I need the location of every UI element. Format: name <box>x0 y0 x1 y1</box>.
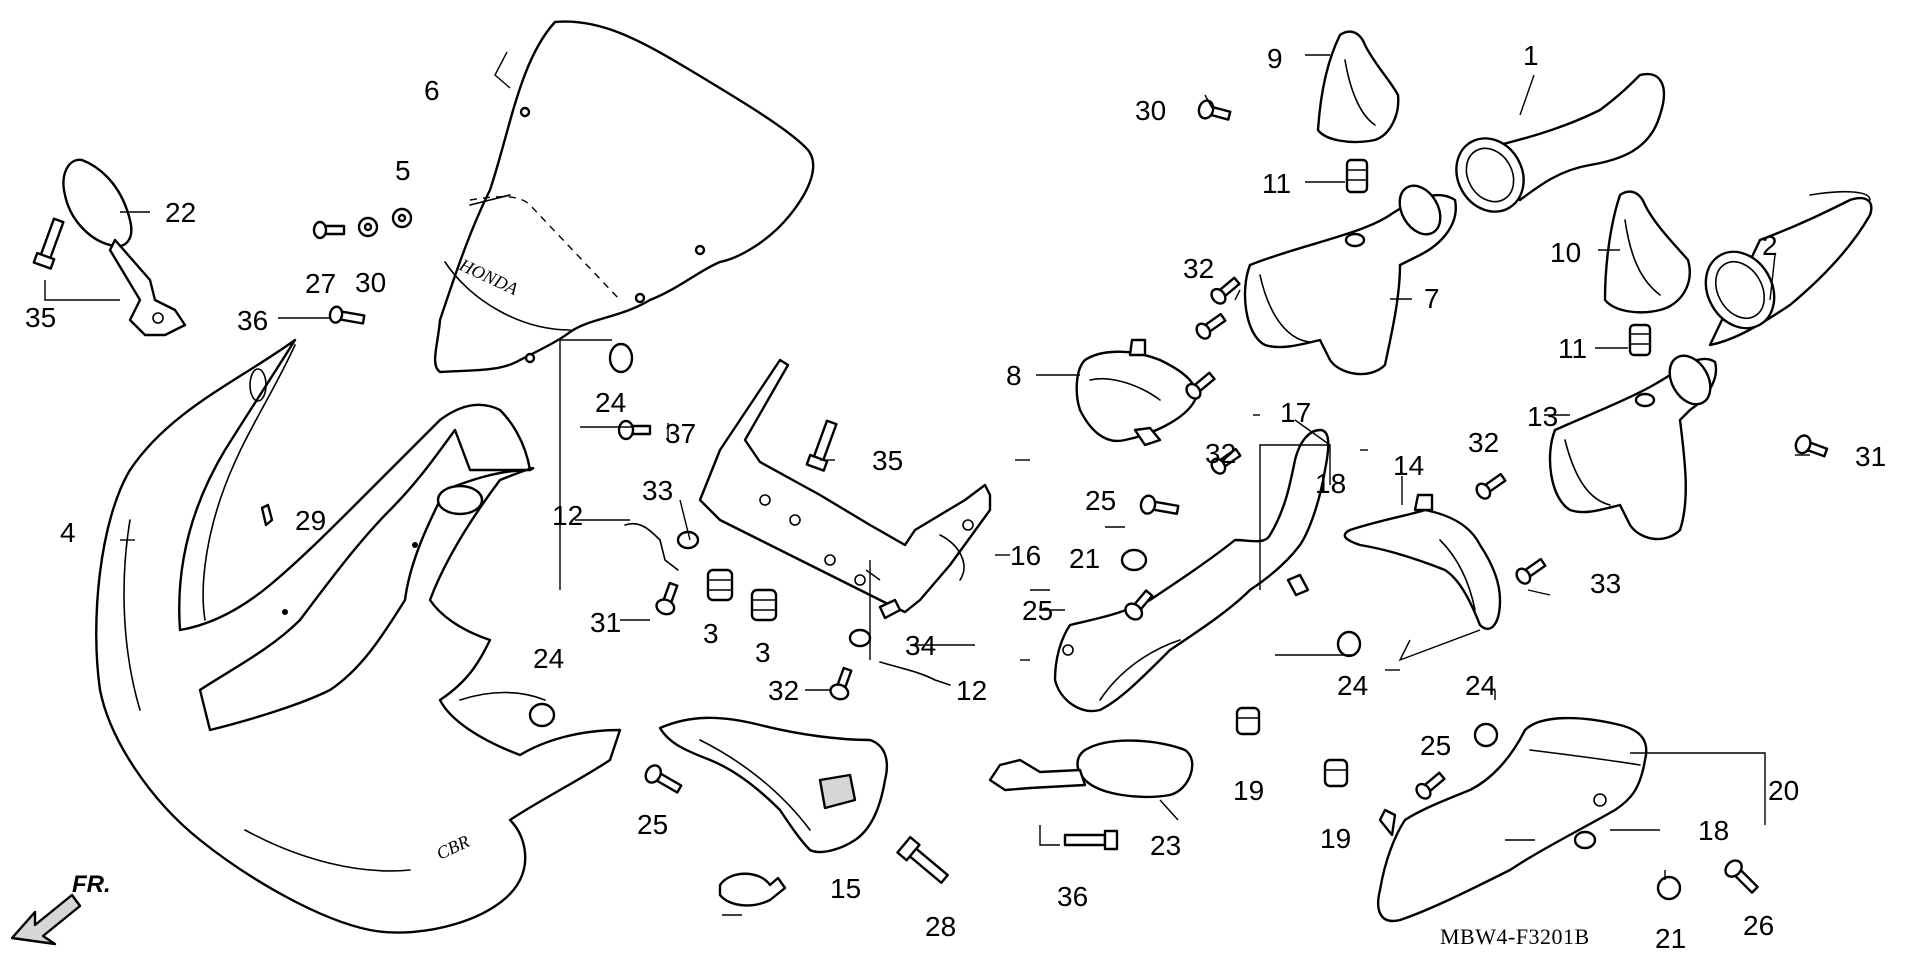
middle-panel-14 <box>1343 493 1502 630</box>
callout-2: 2 <box>1762 230 1778 261</box>
under-cover-15 <box>658 716 889 854</box>
callout-24: 24 <box>595 387 626 418</box>
callout-32b: 32 <box>1205 438 1236 469</box>
air-duct-2 <box>1704 190 1873 347</box>
callout-12: 12 <box>552 500 583 531</box>
fairing-stay-bracket <box>698 358 992 620</box>
callout-36: 36 <box>237 305 268 336</box>
callout-32c: 32 <box>1468 427 1499 458</box>
callout-35b: 36 <box>1057 881 1088 912</box>
upper-cowl: CBR <box>95 338 622 934</box>
callout-24d: 24 <box>1465 670 1496 701</box>
callout-26: 27 <box>305 268 336 299</box>
callout-21b: 21 <box>1655 923 1686 954</box>
callout-32d: 33 <box>1590 568 1621 599</box>
callout-30: 30 <box>1135 95 1166 126</box>
callout-25d: 25 <box>1420 730 1451 761</box>
callout-24c: 24 <box>1337 670 1368 701</box>
callout-29: 30 <box>355 267 386 298</box>
callout-18b: 18 <box>1698 815 1729 846</box>
leader-lines <box>44 51 1810 916</box>
duct-cover-10 <box>1603 190 1691 314</box>
callout-10: 10 <box>1550 237 1581 268</box>
left-mirror <box>62 158 187 337</box>
callout-25b: 25 <box>1022 595 1053 626</box>
callout-9: 9 <box>1267 43 1283 74</box>
callout-14: 14 <box>1393 450 1424 481</box>
callout-36b: 37 <box>665 418 696 449</box>
callout-5: 5 <box>395 155 411 186</box>
callout-34: 35 <box>872 445 903 476</box>
callout-1: 1 <box>1523 40 1539 71</box>
callout-25c: 25 <box>637 809 668 840</box>
callout-28: 29 <box>295 505 326 536</box>
callout-27: 28 <box>925 911 956 942</box>
front-direction-arrow: FR. <box>10 871 111 946</box>
callout-16: 16 <box>1010 540 1041 571</box>
intake-duct-7 <box>1243 184 1457 376</box>
callout-11: 11 <box>1262 168 1291 199</box>
callout-15: 15 <box>830 873 861 904</box>
callout-32: 32 <box>1183 253 1214 284</box>
callout-24b: 24 <box>533 643 564 674</box>
diagram-code: MBW4-F3201B <box>1440 924 1590 949</box>
callout-numbers: 1 2 3 3 4 5 6 7 8 9 10 11 11 12 12 13 14… <box>25 40 1886 954</box>
callout-33b: 34 <box>905 630 936 661</box>
windscreen: HONDA <box>433 20 815 374</box>
wire-clip-37 <box>718 872 787 907</box>
callout-12b: 12 <box>956 675 987 706</box>
callout-7: 7 <box>1424 283 1440 314</box>
headlight-cover-8 <box>1075 338 1198 447</box>
callout-20: 20 <box>1768 775 1799 806</box>
callout-19: 19 <box>1233 775 1264 806</box>
callout-11b: 11 <box>1558 333 1587 364</box>
callout-13: 13 <box>1527 401 1558 432</box>
callout-4: 4 <box>60 517 76 548</box>
callout-30b: 31 <box>1855 441 1886 472</box>
callout-8: 8 <box>1006 360 1022 391</box>
inner-panel-17 <box>1053 428 1330 713</box>
front-arrow-label: FR. <box>72 871 111 898</box>
callout-31: 31 <box>590 607 621 638</box>
hardware <box>32 99 1829 901</box>
callout-22: 22 <box>165 197 196 228</box>
callout-25: 25 <box>1085 485 1116 516</box>
right-mirror <box>988 739 1194 799</box>
callout-35: 35 <box>25 302 56 333</box>
callout-18: 18 <box>1315 468 1346 499</box>
callout-25e: 26 <box>1743 910 1774 941</box>
air-duct-1 <box>1455 72 1666 213</box>
callout-6: 6 <box>424 75 440 106</box>
callout-19b: 19 <box>1320 823 1351 854</box>
intake-duct-13 <box>1548 354 1718 541</box>
callout-17: 17 <box>1280 397 1311 428</box>
callout-23: 23 <box>1150 830 1181 861</box>
callout-31b: 32 <box>768 675 799 706</box>
callout-3b: 3 <box>755 637 771 668</box>
duct-cover-9 <box>1316 30 1400 144</box>
callout-33: 33 <box>642 475 673 506</box>
lower-cowl-20 <box>1377 716 1648 923</box>
callout-21: 21 <box>1069 543 1100 574</box>
callout-3: 3 <box>703 618 719 649</box>
